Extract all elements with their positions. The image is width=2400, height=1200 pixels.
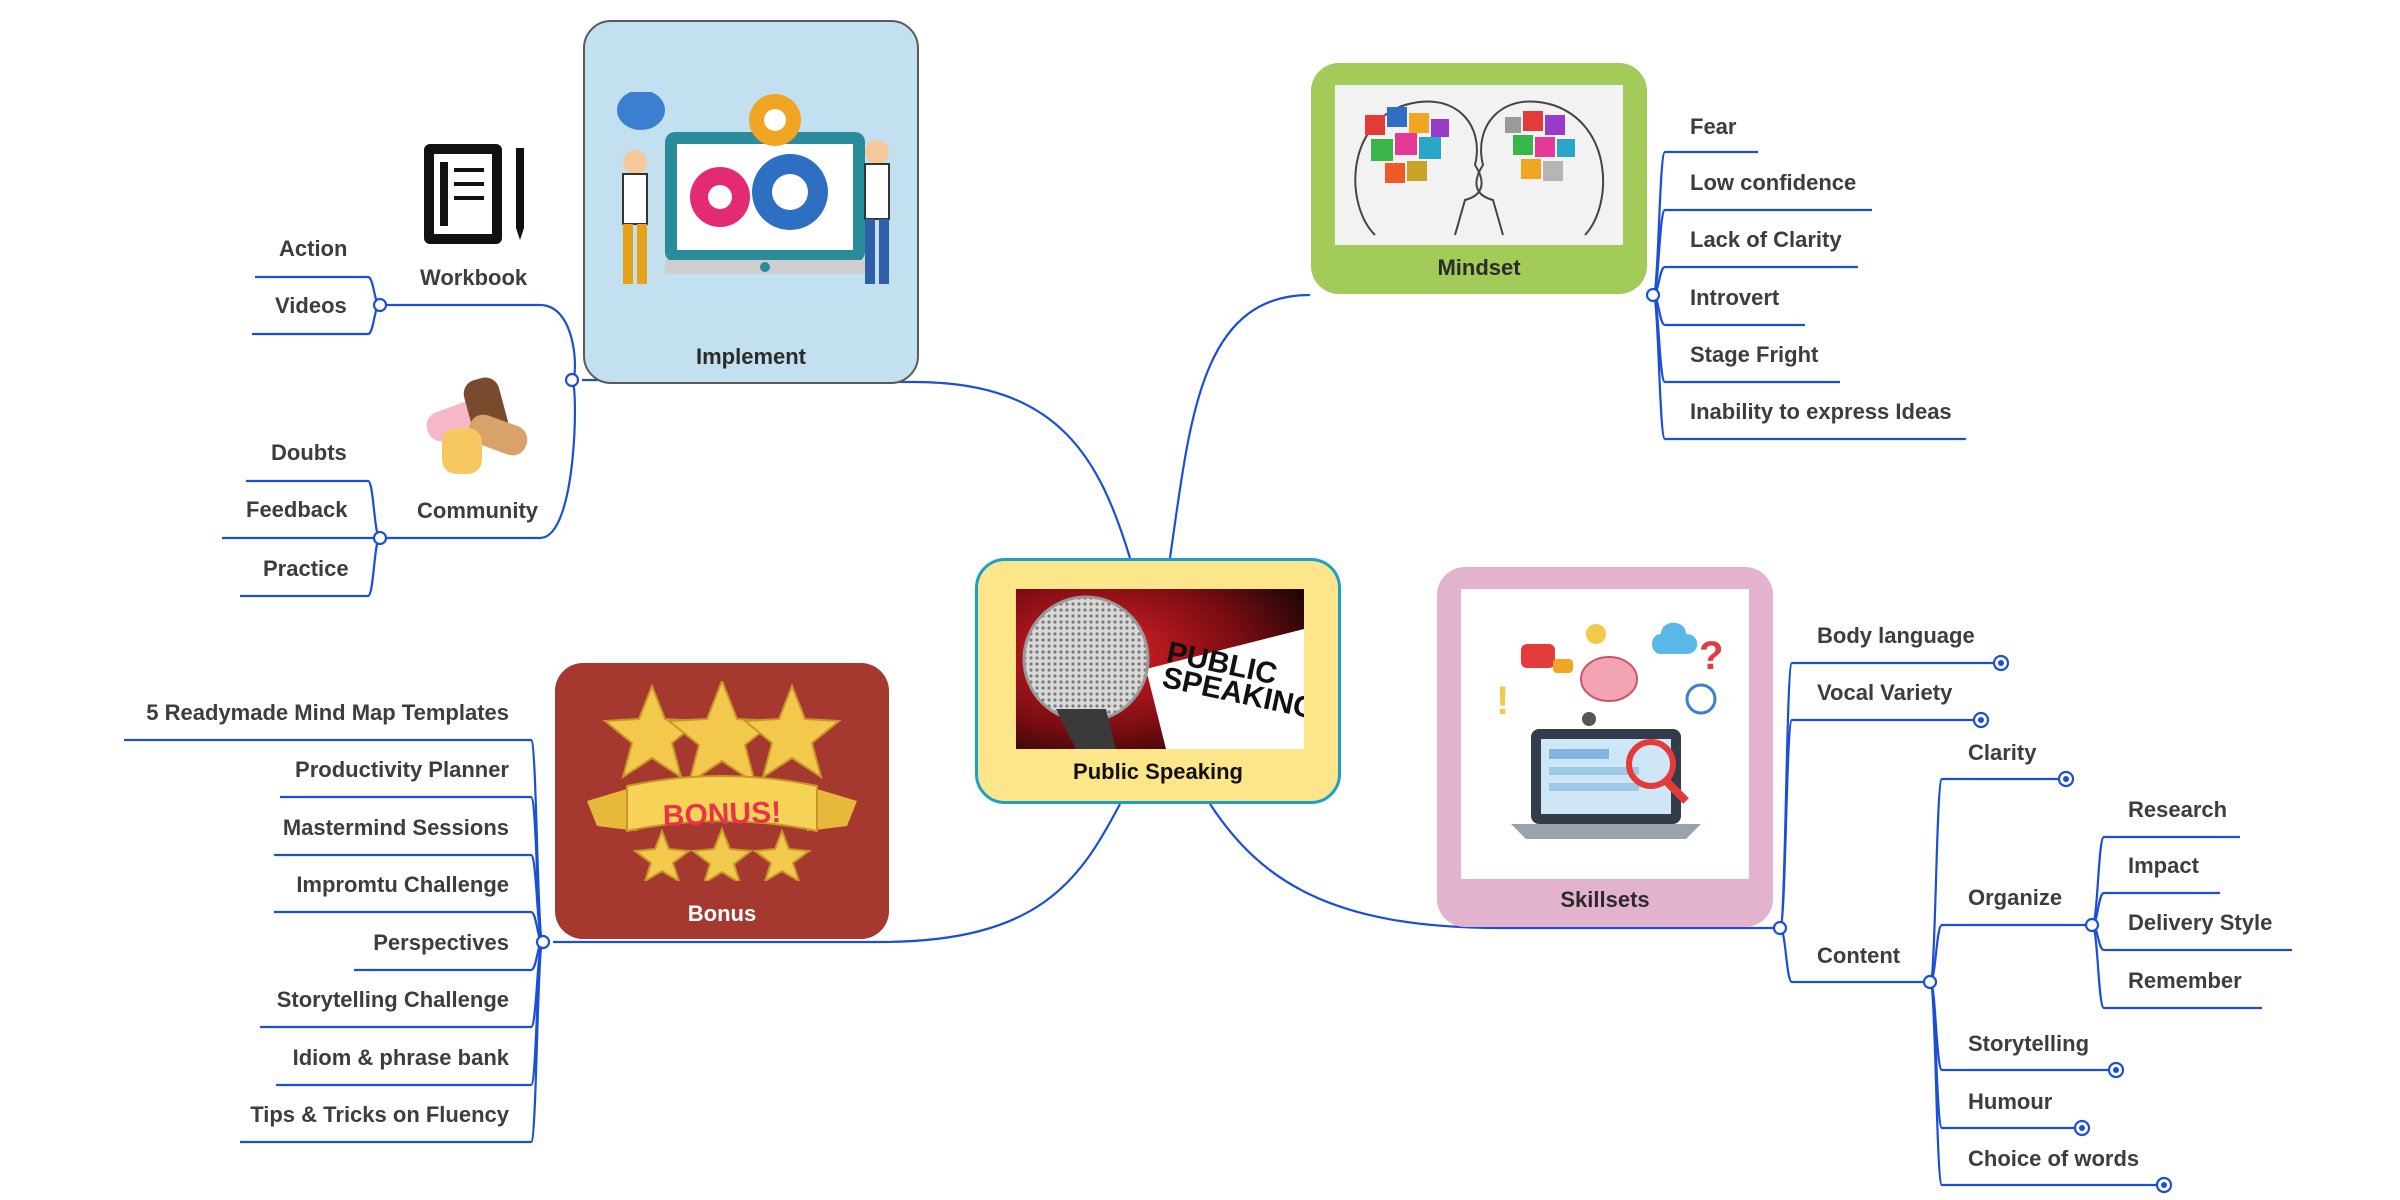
- skillsets-item-vocal-variety[interactable]: Vocal Variety: [1817, 680, 1953, 705]
- content-item-storytelling[interactable]: Storytelling: [1968, 1031, 2090, 1056]
- community-item-doubts[interactable]: Doubts: [271, 440, 347, 465]
- hands-together-icon: [426, 377, 528, 474]
- branch-skillsets: [1209, 803, 1780, 930]
- implement-hub-node: [564, 372, 580, 388]
- organize-item-remember[interactable]: Remember: [2128, 968, 2242, 993]
- implement-label: Implement: [695, 344, 807, 369]
- content-item-choice-of-words[interactable]: Choice of words: [1968, 1146, 2140, 1171]
- content-to-organize: [1928, 923, 2092, 984]
- content-item-clarity[interactable]: Clarity: [1968, 740, 2037, 765]
- implement-to-community: [380, 378, 577, 540]
- branch-implement: [914, 380, 1132, 559]
- workbook-item-action[interactable]: Action: [279, 236, 348, 261]
- organize-item-delivery-style[interactable]: Delivery Style: [2128, 910, 2273, 935]
- content-item-organize[interactable]: Organize: [1968, 885, 2063, 910]
- skillsets-label: Skillsets: [1560, 887, 1650, 912]
- mindset-item-lack-of-clarity[interactable]: Lack of Clarity: [1690, 227, 1842, 252]
- organize-to-remember: [2090, 923, 2262, 1010]
- vocal-variety-collapsed-dot: [1978, 717, 1984, 723]
- center-label: Public Speaking: [1073, 759, 1243, 784]
- bonus-branch-7: [240, 940, 545, 1144]
- community-node: [372, 530, 388, 546]
- organize-item-research[interactable]: Research: [2128, 797, 2228, 822]
- bonus-item-storytelling-challenge[interactable]: Storytelling Challenge: [276, 987, 509, 1012]
- brain-puzzle-icon: [1354, 100, 1605, 236]
- bonus-item-mind-map-templates[interactable]: 5 Readymade Mind Map Templates: [146, 700, 509, 725]
- mindset-item-inability-to-express-ideas[interactable]: Inability to express Ideas: [1690, 399, 1952, 424]
- mindset-label: Mindset: [1437, 255, 1521, 280]
- mindset-item-fear[interactable]: Fear: [1690, 114, 1737, 139]
- svg-text:!: !: [1496, 679, 1509, 723]
- community-item-feedback[interactable]: Feedback: [246, 497, 348, 522]
- mindset-hub-node: [1645, 287, 1661, 303]
- branch-bonus: [879, 803, 1121, 944]
- content-to-clarity: [1928, 777, 2066, 984]
- brain-puzzle-image: [1335, 85, 1623, 245]
- bonus-item-tips-tricks-fluency[interactable]: Tips & Tricks on Fluency: [250, 1102, 509, 1127]
- clarity-collapsed-dot: [2063, 776, 2069, 782]
- laptop-ideas-icon: ? !: [1496, 622, 1723, 839]
- skillsets-item-content[interactable]: Content: [1817, 943, 1901, 968]
- bonus-item-mastermind-sessions[interactable]: Mastermind Sessions: [282, 815, 509, 840]
- workbook-node: [372, 297, 388, 313]
- microphone-icon: [1016, 589, 1304, 749]
- content-item-humour[interactable]: Humour: [1968, 1089, 2053, 1114]
- humour-collapsed-dot: [2079, 1125, 2085, 1131]
- bonus-node[interactable]: BONUS! Bonus: [555, 663, 889, 939]
- notebook-icon: [424, 144, 524, 244]
- bonus-stars-icon: [587, 681, 857, 881]
- body-language-collapsed-dot: [1998, 660, 2004, 666]
- mindset-node[interactable]: Mindset: [1311, 63, 1647, 294]
- skillsets-to-vocal-variety: [1778, 718, 1980, 930]
- organize-item-impact[interactable]: Impact: [2128, 853, 2199, 878]
- teamwork-gears-icon: [617, 92, 890, 284]
- mindset-branch-5: [1651, 293, 1966, 441]
- storytelling-collapsed-dot: [2113, 1067, 2119, 1073]
- bonus-item-productivity-planner[interactable]: Productivity Planner: [295, 757, 509, 782]
- content-to-choice-of-words: [1928, 980, 2164, 1187]
- laptop-ideas-image: ? !: [1461, 589, 1749, 879]
- skillsets-node[interactable]: ? ! Skillsets: [1437, 567, 1773, 927]
- bonus-item-perspectives[interactable]: Perspectives: [373, 930, 509, 955]
- workbook-item-videos[interactable]: Videos: [275, 293, 347, 318]
- branch-mindset: [1168, 293, 1311, 559]
- bonus-branch-2: [274, 853, 545, 944]
- center-node-public-speaking[interactable]: PUBLIC SPEAKING Public Speaking: [975, 558, 1341, 804]
- mindset-item-introvert[interactable]: Introvert: [1690, 285, 1780, 310]
- implement-node[interactable]: Implement: [583, 20, 919, 384]
- content-hub-node: [1922, 974, 1938, 990]
- bonus-item-impromtu-challenge[interactable]: Impromtu Challenge: [296, 872, 509, 897]
- mindset-item-stage-fright[interactable]: Stage Fright: [1690, 342, 1819, 367]
- workbook-label[interactable]: Workbook: [420, 265, 528, 290]
- community-item-practice[interactable]: Practice: [263, 556, 349, 581]
- organize-hub-node: [2084, 917, 2100, 933]
- microphone-image: PUBLIC SPEAKING: [1016, 589, 1304, 749]
- bonus-item-idiom-phrase-bank[interactable]: Idiom & phrase bank: [292, 1045, 509, 1070]
- svg-text:?: ?: [1699, 634, 1723, 678]
- bonus-label: Bonus: [687, 901, 757, 926]
- implement-to-workbook: [380, 303, 577, 382]
- bonus-hub-node: [535, 934, 551, 950]
- choice-of-words-collapsed-dot: [2161, 1182, 2167, 1188]
- skillsets-item-body-language[interactable]: Body language: [1817, 623, 1975, 648]
- community-label[interactable]: Community: [417, 498, 538, 523]
- skillsets-hub-node: [1772, 920, 1788, 936]
- mindset-item-low-confidence[interactable]: Low confidence: [1690, 170, 1857, 195]
